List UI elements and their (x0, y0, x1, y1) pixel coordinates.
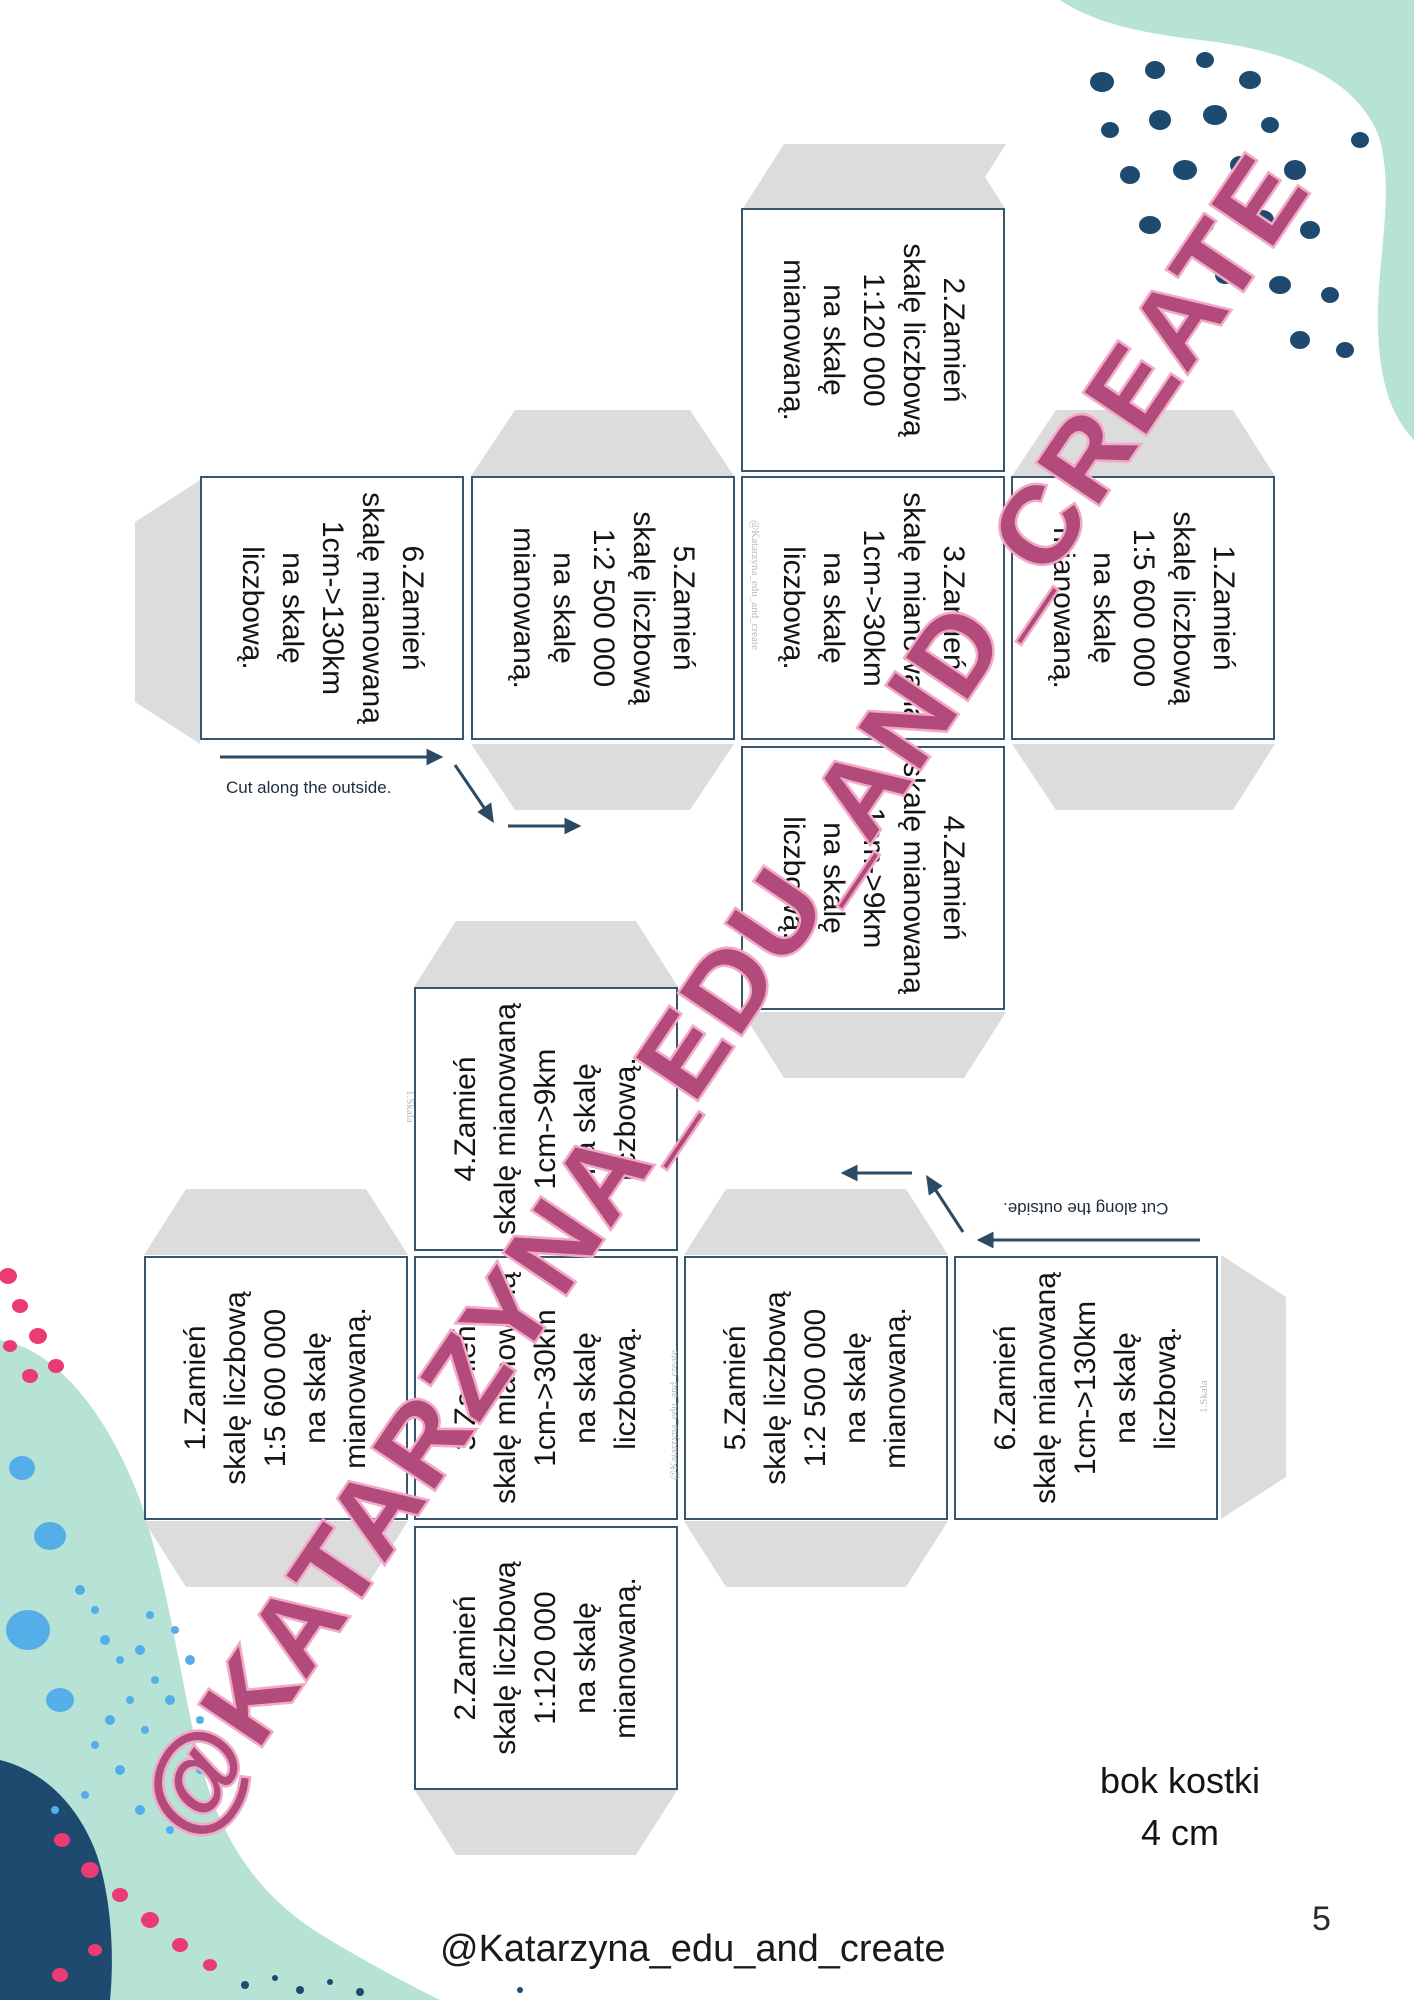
face-text: 2.Zamień skalę liczbową 1:120 000 na ska… (449, 1561, 642, 1755)
face-text: 3.Zamień skalę mianowaną 1cm->30km na sk… (777, 492, 970, 724)
cut-arrows-top (220, 748, 582, 835)
face-bottom-4: 4.Zamień skalę mianowaną 1cm->9km na ska… (414, 987, 678, 1251)
side-note-line1: bok kostki (1099, 1760, 1261, 1801)
face-text: 5.Zamień skalę liczbową 1:2 500 000 na s… (507, 511, 700, 705)
side-length-note: bok kostki 4 cm (1080, 1755, 1280, 1859)
face-top-2: 2.Zamień skalę liczbową 1:120 000 na ska… (741, 208, 1005, 472)
face-text: 5.Zamień skalę liczbową 1:2 500 000 na s… (719, 1291, 912, 1485)
face-text: 4.Zamień skalę mianowaną 1cm->9km na ska… (449, 1003, 642, 1235)
mint-blob-top-right (1060, 0, 1414, 440)
face-bottom-1: 1.Zamień skalę liczbową 1:5 600 000 na s… (144, 1256, 408, 1520)
small-dark-dots-bottom (241, 1975, 523, 1996)
face-bottom-6: 6.Zamień skalę mianowaną 1cm->130km na s… (954, 1256, 1218, 1520)
cut-arrows-bottom (840, 1164, 1200, 1249)
face-top-3: 3.Zamień skalę mianowaną 1cm->30km na sk… (741, 476, 1005, 740)
face-bottom-2: 2.Zamień skalę liczbową 1:120 000 na ska… (414, 1526, 678, 1790)
pink-dots-left (0, 1268, 217, 1982)
cut-instruction-bottom: Cut along the outside. (1003, 1199, 1169, 1218)
face-text: 4.Zamień skalę mianowaną 1cm->9km na ska… (777, 762, 970, 994)
face-top-1: 1.Zamień skalę liczbową 1:5 600 000 na s… (1011, 476, 1275, 740)
blue-dots-left (6, 1456, 204, 1834)
face-text: 6.Zamień skalę mianowaną 1cm->130km na s… (236, 492, 429, 724)
face-small-label: @Katarzyna_edu_and_create (749, 520, 761, 650)
face-text: 2.Zamień skalę liczbową 1:120 000 na ska… (777, 243, 970, 437)
navy-corner-bottom-left (0, 1760, 112, 2000)
face-text: 6.Zamień skalę mianowaną 1cm->130km na s… (989, 1272, 1182, 1504)
mint-blob-bottom-left (0, 1340, 440, 2000)
face-top-6: 6.Zamień skalę mianowaną 1cm->130km na s… (200, 476, 464, 1123)
page-number: 5 (1312, 1900, 1331, 1938)
face-bottom-3: 3.Zamień skalę mianowaną 1cm->30km na sk… (414, 1256, 680, 1520)
face-small-label: @Katarzyna_edu_and_create (668, 1350, 680, 1480)
face-text: 3.Zamień skalę mianowaną 1cm->30km na sk… (449, 1272, 642, 1504)
navy-dots-top-right (1090, 52, 1369, 358)
face-text: 1.Zamień skalę liczbową 1:5 600 000 na s… (179, 1291, 372, 1485)
face-top-5: 5.Zamień skalę liczbową 1:2 500 000 na s… (471, 476, 735, 740)
face-bottom-5: 5.Zamień skalę liczbową 1:2 500 000 na s… (684, 1256, 948, 1520)
footer-handle: @Katarzyna_edu_and_create (440, 1928, 946, 1970)
face-text: 1.Zamień skalę liczbową 1:5 600 000 na s… (1047, 511, 1240, 705)
face-small-label: 1.Skala (1198, 1380, 1210, 1413)
side-note-line2: 4 cm (1140, 1812, 1219, 1853)
cut-instruction-top: Cut along the outside. (226, 778, 392, 797)
face-top-4: 4.Zamień skalę mianowaną 1cm->9km na ska… (741, 746, 1005, 1010)
